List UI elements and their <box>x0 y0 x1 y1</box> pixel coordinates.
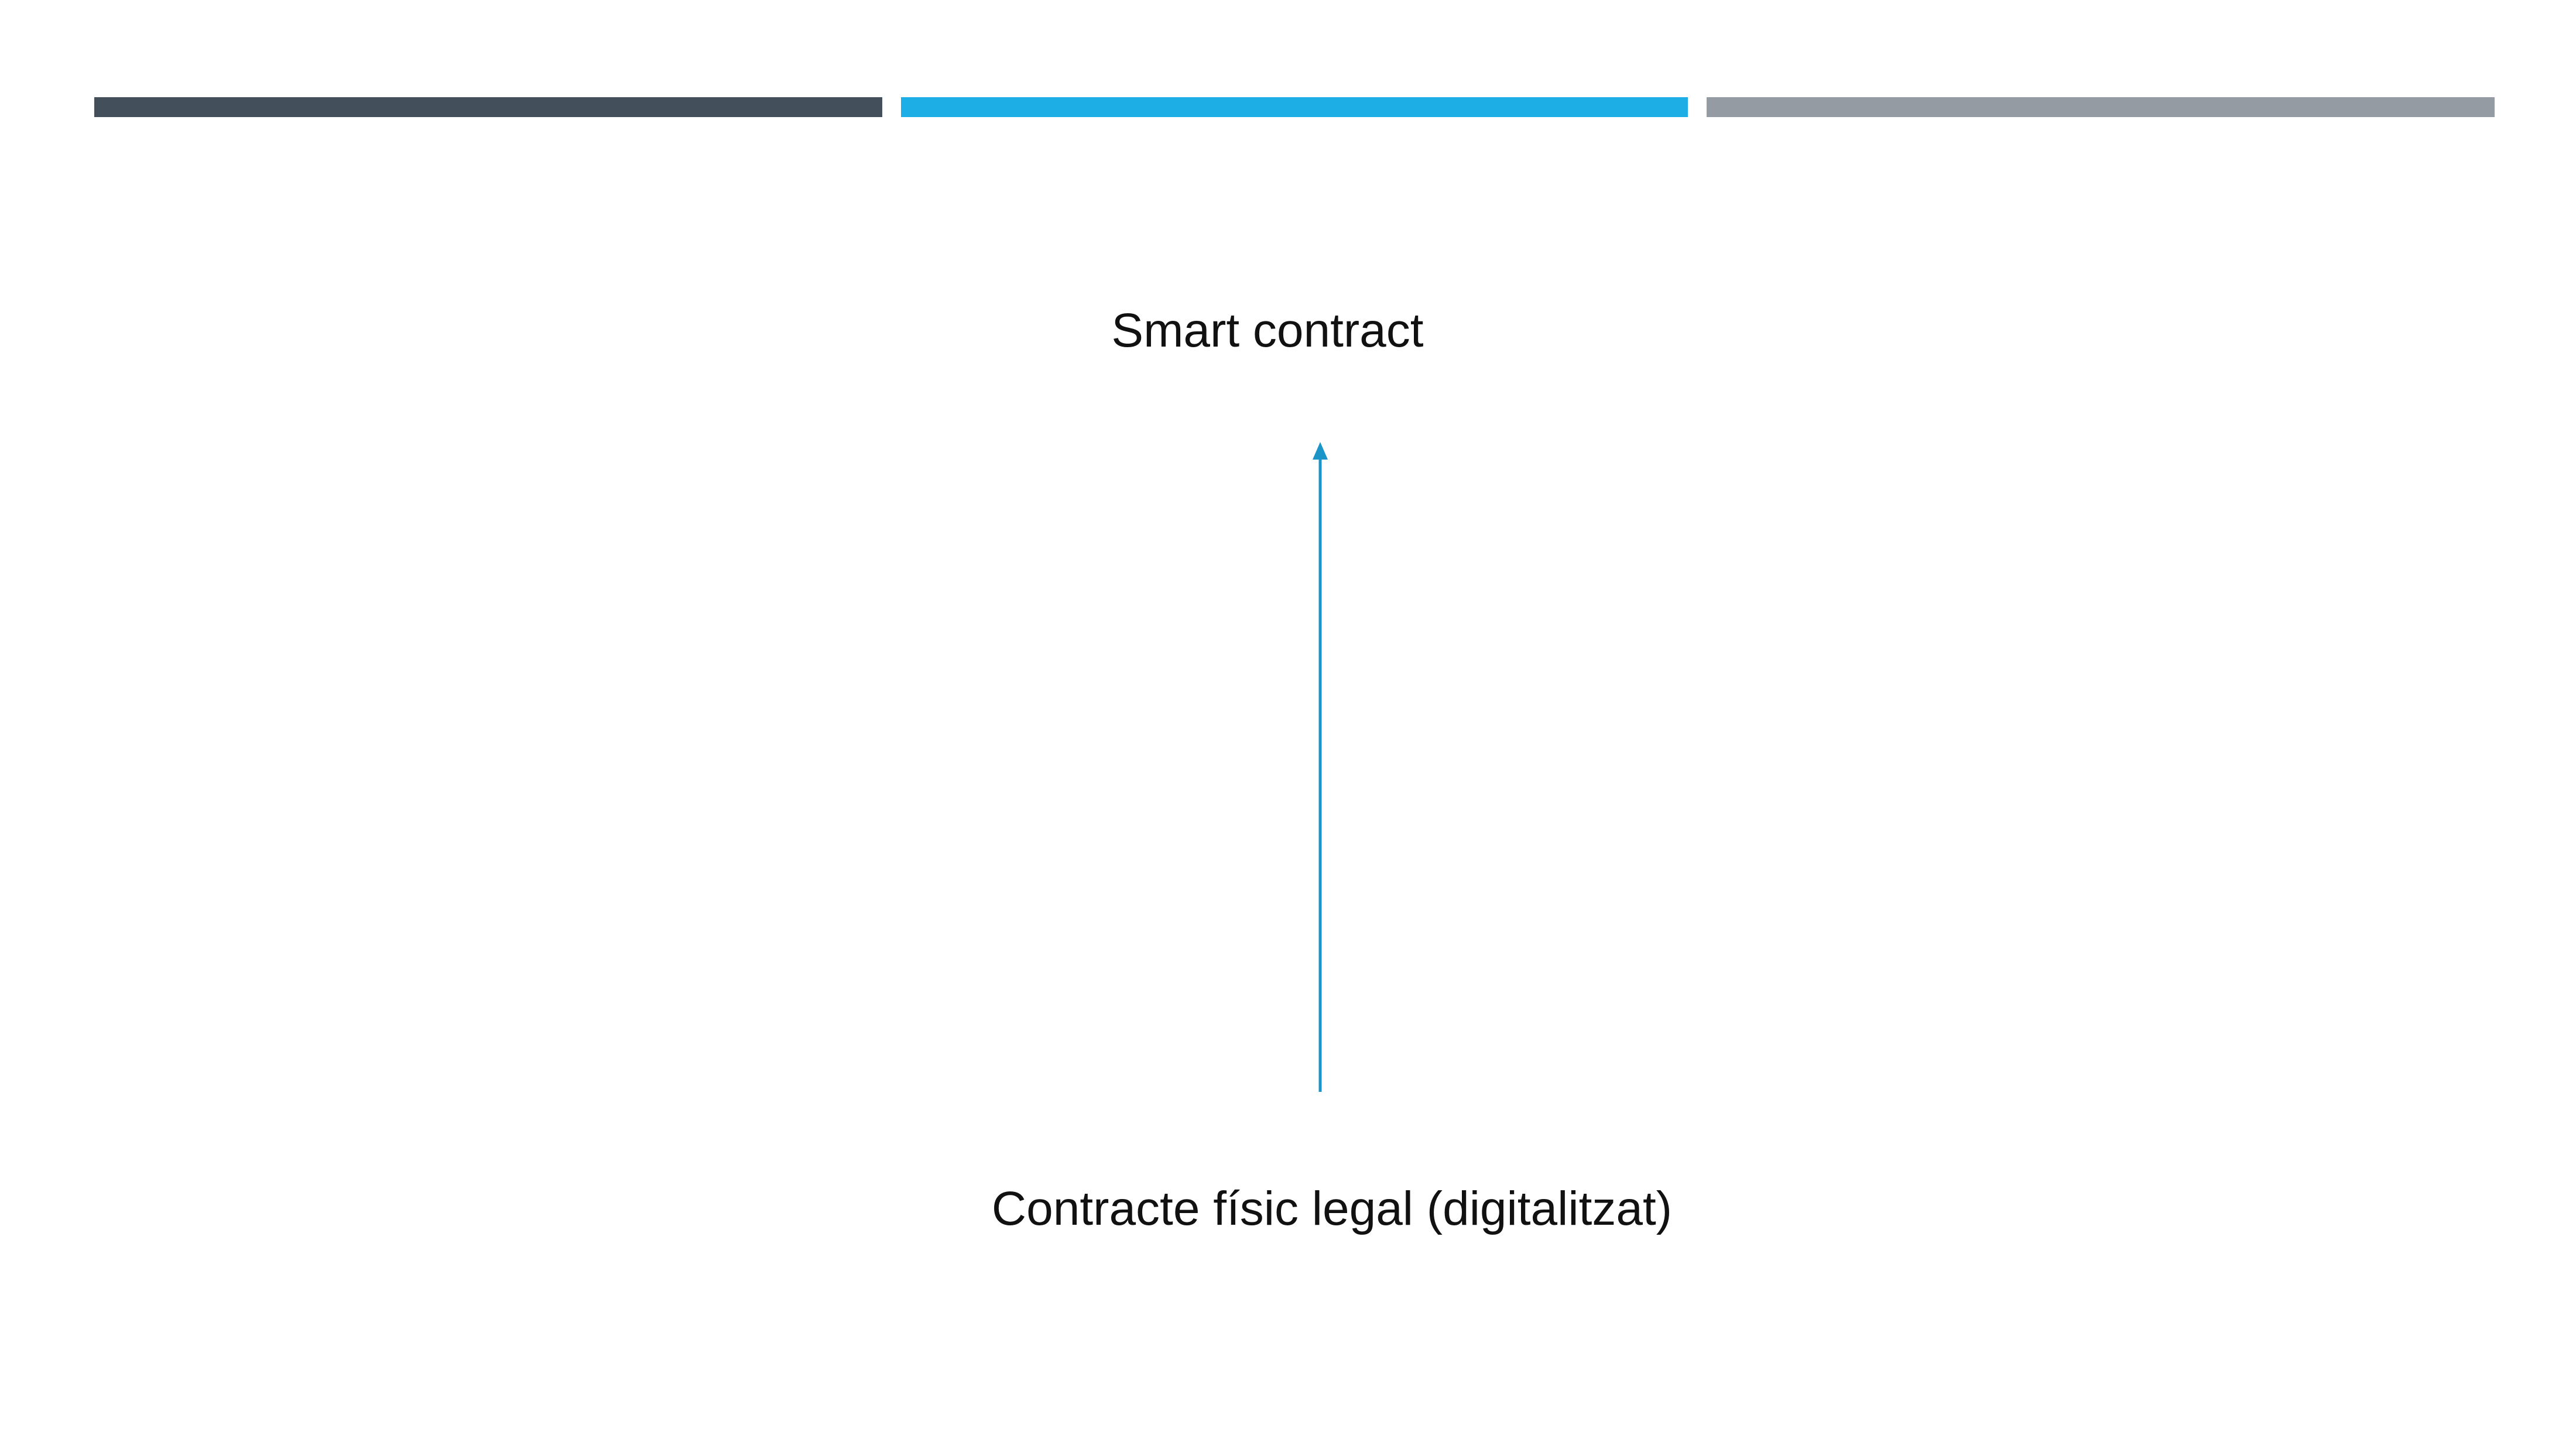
accent-bar-gray <box>1707 97 2495 117</box>
arrow-head <box>1313 442 1328 460</box>
accent-bar-dark <box>94 97 882 117</box>
accent-bar-blue <box>901 97 1688 117</box>
bottom-label: Contracte físic legal (digitalitzat) <box>991 1182 1673 1235</box>
top-label: Smart contract <box>1111 304 1424 357</box>
